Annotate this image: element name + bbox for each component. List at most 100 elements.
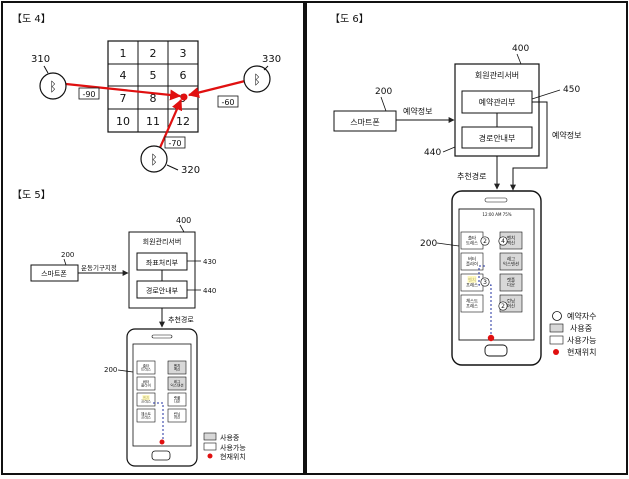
smartphone-ref: 200: [61, 251, 74, 259]
equipment-label: 프레스: [466, 302, 478, 309]
equipment-label: 런닝: [507, 298, 515, 305]
equipment-tile: [499, 252, 523, 271]
route-unit-ref: 440: [424, 148, 441, 158]
current-position-dot: [487, 334, 495, 342]
legend-current: 현재위치: [220, 452, 246, 461]
zone-cell-2: 2: [150, 47, 157, 60]
equipment-tile: [136, 376, 156, 391]
equipment-tile: [167, 376, 187, 391]
equipment-tile: [460, 294, 484, 313]
equipment-label: 트레스: [466, 239, 478, 246]
reservation-count: 3: [483, 279, 487, 286]
beacon-ref-320: 320: [181, 165, 200, 176]
home-button: [151, 450, 171, 461]
reservation-unit-ref: 450: [563, 85, 580, 95]
equipment-label: 랫풀: [507, 277, 515, 284]
equipment-label: 플라이: [141, 383, 151, 388]
zone-cell-1: 1: [120, 47, 127, 60]
zone-cell-10: 10: [116, 115, 130, 128]
zone-cell-5: 5: [150, 69, 157, 82]
rssi-330: -60: [221, 98, 234, 107]
equipment-tile: [499, 273, 523, 292]
legend-current: 현재위치: [567, 348, 596, 357]
coordinate-unit-ref: 430: [203, 258, 216, 266]
equipment-label: 랫풀: [174, 395, 181, 400]
equipment-label: 출타: [468, 235, 476, 242]
equipment-tile: [460, 252, 484, 271]
beacon-330: ᛒ 330: [243, 54, 281, 93]
smartphone-label: 스마트폰: [41, 269, 67, 278]
reservation-count-badge: [498, 301, 508, 311]
route-unit-label: 경로안내부: [479, 133, 516, 143]
equipment-label: 머신: [174, 415, 181, 420]
edge-label-route: 추천경로: [457, 171, 486, 181]
equipment-label: 프레스: [466, 281, 478, 288]
equipment-label: 플라이: [466, 260, 478, 267]
equipment-label: 체스트: [141, 411, 152, 416]
legend-in-use: 사용중: [220, 433, 240, 442]
equipment-label: 버터: [143, 379, 150, 384]
equipment-label: 버터: [468, 256, 476, 263]
equipment-label: 벤치: [174, 363, 181, 368]
equipment-label: 트레스: [141, 367, 152, 372]
equipment-tile: [167, 408, 187, 423]
current-position-dot: [180, 93, 188, 101]
beacon-ref-330: 330: [262, 54, 281, 65]
equipment-label: 익스텐션: [503, 260, 519, 267]
server-title: 회원관리서버: [475, 70, 519, 80]
equipment-label: 출타: [143, 363, 150, 368]
reservation-count: 4: [501, 238, 505, 245]
legend-in-use: 사용중: [570, 324, 592, 333]
equipment-label: 레그: [507, 256, 515, 263]
route-unit-label: 경로안내부: [146, 286, 179, 295]
right-panel-frame: [305, 1, 628, 475]
bluetooth-icon: ᛒ: [49, 80, 57, 95]
equipment-label: 익스텐션: [170, 383, 183, 388]
route-unit-ref: 440: [203, 287, 216, 295]
reservation-count: 2: [483, 238, 487, 245]
left-panel-frame: [1, 1, 305, 475]
equipment-label: 맥신: [174, 367, 181, 372]
edge-label-route: 추천경로: [168, 315, 194, 324]
coordinate-unit-label: 좌표처리부: [146, 258, 179, 267]
fig5-title: 【도 5】: [12, 189, 51, 201]
server-title: 회원관리서버: [143, 237, 182, 246]
equipment-label: 벤치: [507, 235, 515, 242]
phone-ref: 200: [104, 366, 117, 374]
equipment-label: 레그: [174, 379, 181, 384]
equipment-label: 프레스: [141, 399, 152, 404]
smartphone-ref: 200: [375, 87, 392, 97]
legend-available: 사용가능: [567, 336, 596, 345]
rssi-320: -70: [168, 139, 181, 148]
figure-4: 【도 4】 123456789101112 ᛒ 310 -90 ᛒ 330: [12, 13, 281, 176]
svg-text:12:00 AM 75%: 12:00 AM 75%: [482, 212, 511, 217]
equipment-tile: [167, 392, 187, 407]
reservation-count-badge: [480, 277, 490, 287]
equipment-label: 다운: [507, 281, 515, 288]
zone-cell-7: 7: [120, 92, 127, 105]
equipment-tile: [136, 408, 156, 423]
equipment-label: 머신: [507, 302, 515, 309]
beacon-320: ᛒ 320: [140, 145, 200, 176]
zone-cell-4: 4: [120, 69, 127, 82]
legend: 예약자수 사용중 사용가능 현재위치: [549, 311, 596, 357]
rssi-310: -90: [82, 90, 95, 99]
current-position-dot: [159, 439, 165, 445]
zone-cell-3: 3: [180, 47, 187, 60]
reservation-count-badge: [498, 236, 508, 246]
legend-available: 사용가능: [220, 443, 246, 452]
equipment-label: 프레스: [141, 415, 152, 420]
smartphone-box: [333, 110, 397, 132]
equipment-label: 런닝: [174, 411, 181, 416]
home-button: [484, 344, 508, 357]
legend-reservations: 예약자수: [567, 311, 596, 321]
zone-cell-11: 11: [146, 115, 160, 128]
equipment-label: 체스트: [466, 298, 478, 305]
equipment-tile: [167, 360, 187, 375]
zone-cell-6: 6: [180, 69, 187, 82]
edge-label-reservation-out: 예약정보: [552, 130, 581, 140]
edge-label-reservation-in: 예약정보: [403, 106, 432, 116]
zone-cell-8: 8: [150, 92, 157, 105]
edge-label-equipment: 운동기구지정: [81, 263, 117, 272]
